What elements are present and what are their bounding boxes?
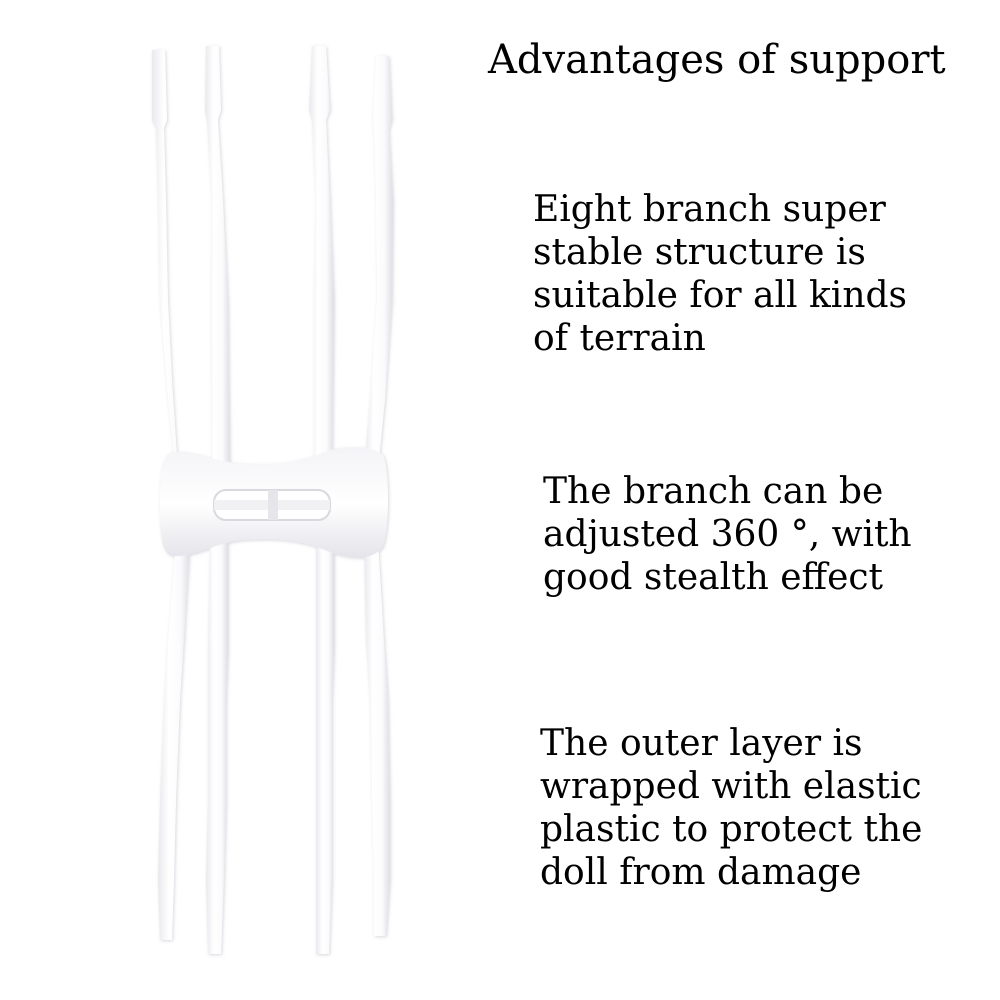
rod-upper-1 <box>152 50 186 480</box>
hub-slot-pin <box>268 490 278 520</box>
heading-advantages-of-support: Advantages of support <box>488 37 946 83</box>
rod-lower-3 <box>316 540 334 954</box>
feature-text-structure: Eight branch super stable structure is s… <box>533 189 908 359</box>
support-rods <box>152 46 393 954</box>
rod-upper-3 <box>309 46 334 470</box>
rod-lower-1 <box>158 540 190 940</box>
feature-text-elastic-layer: The outer layer is wrapped with elastic … <box>540 723 923 893</box>
feature-text-adjustable: The branch can be adjusted 360 °, with g… <box>543 471 912 598</box>
rod-upper-4 <box>364 56 393 470</box>
rod-upper-2 <box>205 46 230 470</box>
rod-lower-4 <box>364 540 390 936</box>
rod-lower-2 <box>206 540 228 954</box>
